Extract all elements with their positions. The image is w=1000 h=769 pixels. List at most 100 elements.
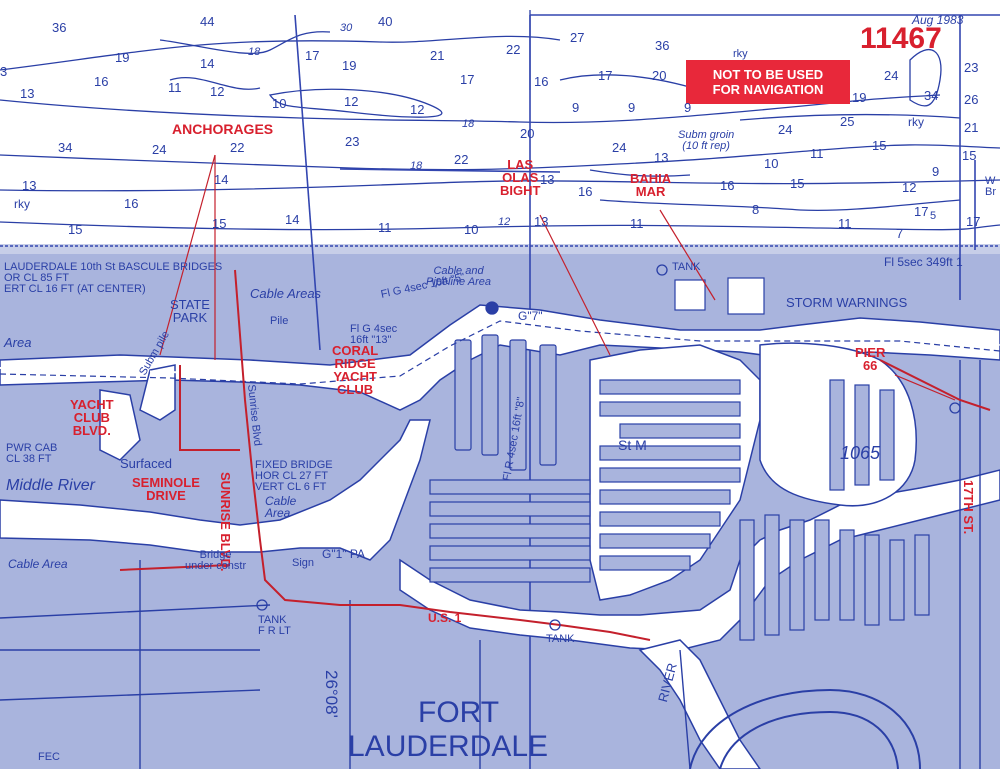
sounding: 15 bbox=[68, 222, 83, 237]
sounding: 13 bbox=[654, 150, 669, 165]
sounding: 9 bbox=[684, 100, 692, 115]
sounding: 34 bbox=[58, 140, 73, 155]
not-for-navigation-warning: NOT TO BE USED FOR NAVIGATION bbox=[686, 60, 850, 104]
rky-label-1: rky bbox=[14, 197, 30, 211]
sounding: 21 bbox=[964, 120, 979, 135]
roads bbox=[0, 360, 981, 769]
sounding: 16 bbox=[534, 74, 549, 89]
chart-number: 11467 bbox=[860, 22, 942, 55]
tank-label-1: TANK bbox=[672, 261, 701, 273]
sounding: 12 bbox=[902, 180, 917, 195]
sounding: rky bbox=[733, 48, 748, 60]
sounding: 18 bbox=[248, 46, 261, 58]
middle-river-label: Middle River bbox=[6, 477, 95, 494]
beach-strip bbox=[0, 244, 1000, 254]
sounding: 9 bbox=[572, 100, 580, 115]
sounding: 19 bbox=[342, 58, 357, 73]
sounding: 20 bbox=[520, 126, 535, 141]
sounding: 3 bbox=[0, 64, 8, 79]
sounding: 24 bbox=[612, 140, 627, 155]
storm-warnings-label: STORM WARNINGS bbox=[786, 295, 908, 310]
17th-st-label: 17TH ST. bbox=[961, 480, 976, 535]
sounding: 34 bbox=[924, 88, 939, 103]
sounding: 19 bbox=[115, 50, 130, 65]
sounding: 12 bbox=[210, 84, 225, 99]
sounding: 20 bbox=[652, 68, 667, 83]
sounding: 10 bbox=[272, 96, 287, 111]
sounding: 24 bbox=[152, 142, 167, 157]
sounding: 36 bbox=[655, 38, 670, 53]
sounding: 23 bbox=[345, 134, 360, 149]
sounding: 10 bbox=[464, 222, 479, 237]
sounding: 19 bbox=[852, 90, 867, 105]
sounding: 10 bbox=[764, 156, 779, 171]
sounding: 30 bbox=[340, 22, 353, 34]
sounding: 27 bbox=[570, 30, 585, 45]
warning-line-2: FOR NAVIGATION bbox=[712, 82, 824, 97]
st-m-label: St M bbox=[618, 437, 647, 453]
chart-date: Aug 1983 bbox=[912, 13, 964, 27]
sounding: 7 bbox=[896, 226, 904, 241]
sounding: 26 bbox=[964, 92, 979, 107]
subm-groin-label: Subm groin(10 ft rep) bbox=[678, 129, 735, 152]
sounding: 12 bbox=[344, 94, 359, 109]
sounding: 22 bbox=[230, 140, 245, 155]
sounding: 11 bbox=[838, 216, 852, 231]
finger-islands bbox=[429, 277, 930, 641]
sounding: 15 bbox=[790, 176, 805, 191]
sounding: 15 bbox=[872, 138, 887, 153]
sounding: 21 bbox=[430, 48, 445, 63]
sounding: 9 bbox=[628, 100, 636, 115]
warning-line-1: NOT TO BE USED bbox=[712, 67, 824, 82]
area-label: Area bbox=[4, 335, 32, 350]
latitude-label: 26°08' bbox=[322, 670, 341, 718]
sounding: 24 bbox=[884, 68, 899, 83]
sounding: 17 bbox=[914, 204, 929, 219]
sounding: 11 bbox=[630, 216, 644, 231]
sounding: 12 bbox=[498, 216, 511, 228]
sounding: 14 bbox=[200, 56, 215, 71]
lauderdale-label: LAUDERDALE bbox=[348, 730, 549, 763]
cable-areas-label: Cable Areas bbox=[250, 286, 322, 301]
sounding: 11 bbox=[168, 80, 182, 95]
light-label: Fl 5sec 349ft 1 bbox=[884, 255, 963, 269]
depth-1065-label: 1065 bbox=[840, 443, 881, 463]
sounding: 18 bbox=[462, 118, 475, 130]
us-1-label: U.S. 1 bbox=[428, 611, 462, 625]
sounding: 22 bbox=[454, 152, 469, 167]
sounding: 9 bbox=[932, 164, 940, 179]
sounding: 12 bbox=[410, 102, 425, 117]
sounding: 16 bbox=[720, 178, 735, 193]
sounding: 23 bbox=[964, 60, 979, 75]
sounding: 17 bbox=[305, 48, 320, 63]
sounding: 24 bbox=[778, 122, 793, 137]
sounding: 40 bbox=[378, 14, 393, 29]
sounding: 22 bbox=[506, 42, 521, 57]
sounding: 16 bbox=[124, 196, 139, 211]
pile-label: Pile bbox=[270, 315, 289, 327]
sounding: 36 bbox=[52, 20, 67, 35]
sounding: 11 bbox=[378, 220, 392, 235]
sounding: 8 bbox=[752, 202, 760, 217]
sounding: 17 bbox=[966, 214, 981, 229]
rky-label-2: rky bbox=[908, 115, 924, 129]
depth-contours bbox=[0, 10, 1000, 231]
sounding: 5 bbox=[930, 210, 937, 222]
annotation-arrows bbox=[159, 154, 956, 401]
sounding: 13 bbox=[534, 214, 549, 229]
fort-label: FORT bbox=[418, 696, 500, 729]
sounding: 25 bbox=[840, 114, 855, 129]
anchorages-label: ANCHORAGES bbox=[172, 121, 274, 137]
open-water bbox=[0, 0, 1000, 250]
